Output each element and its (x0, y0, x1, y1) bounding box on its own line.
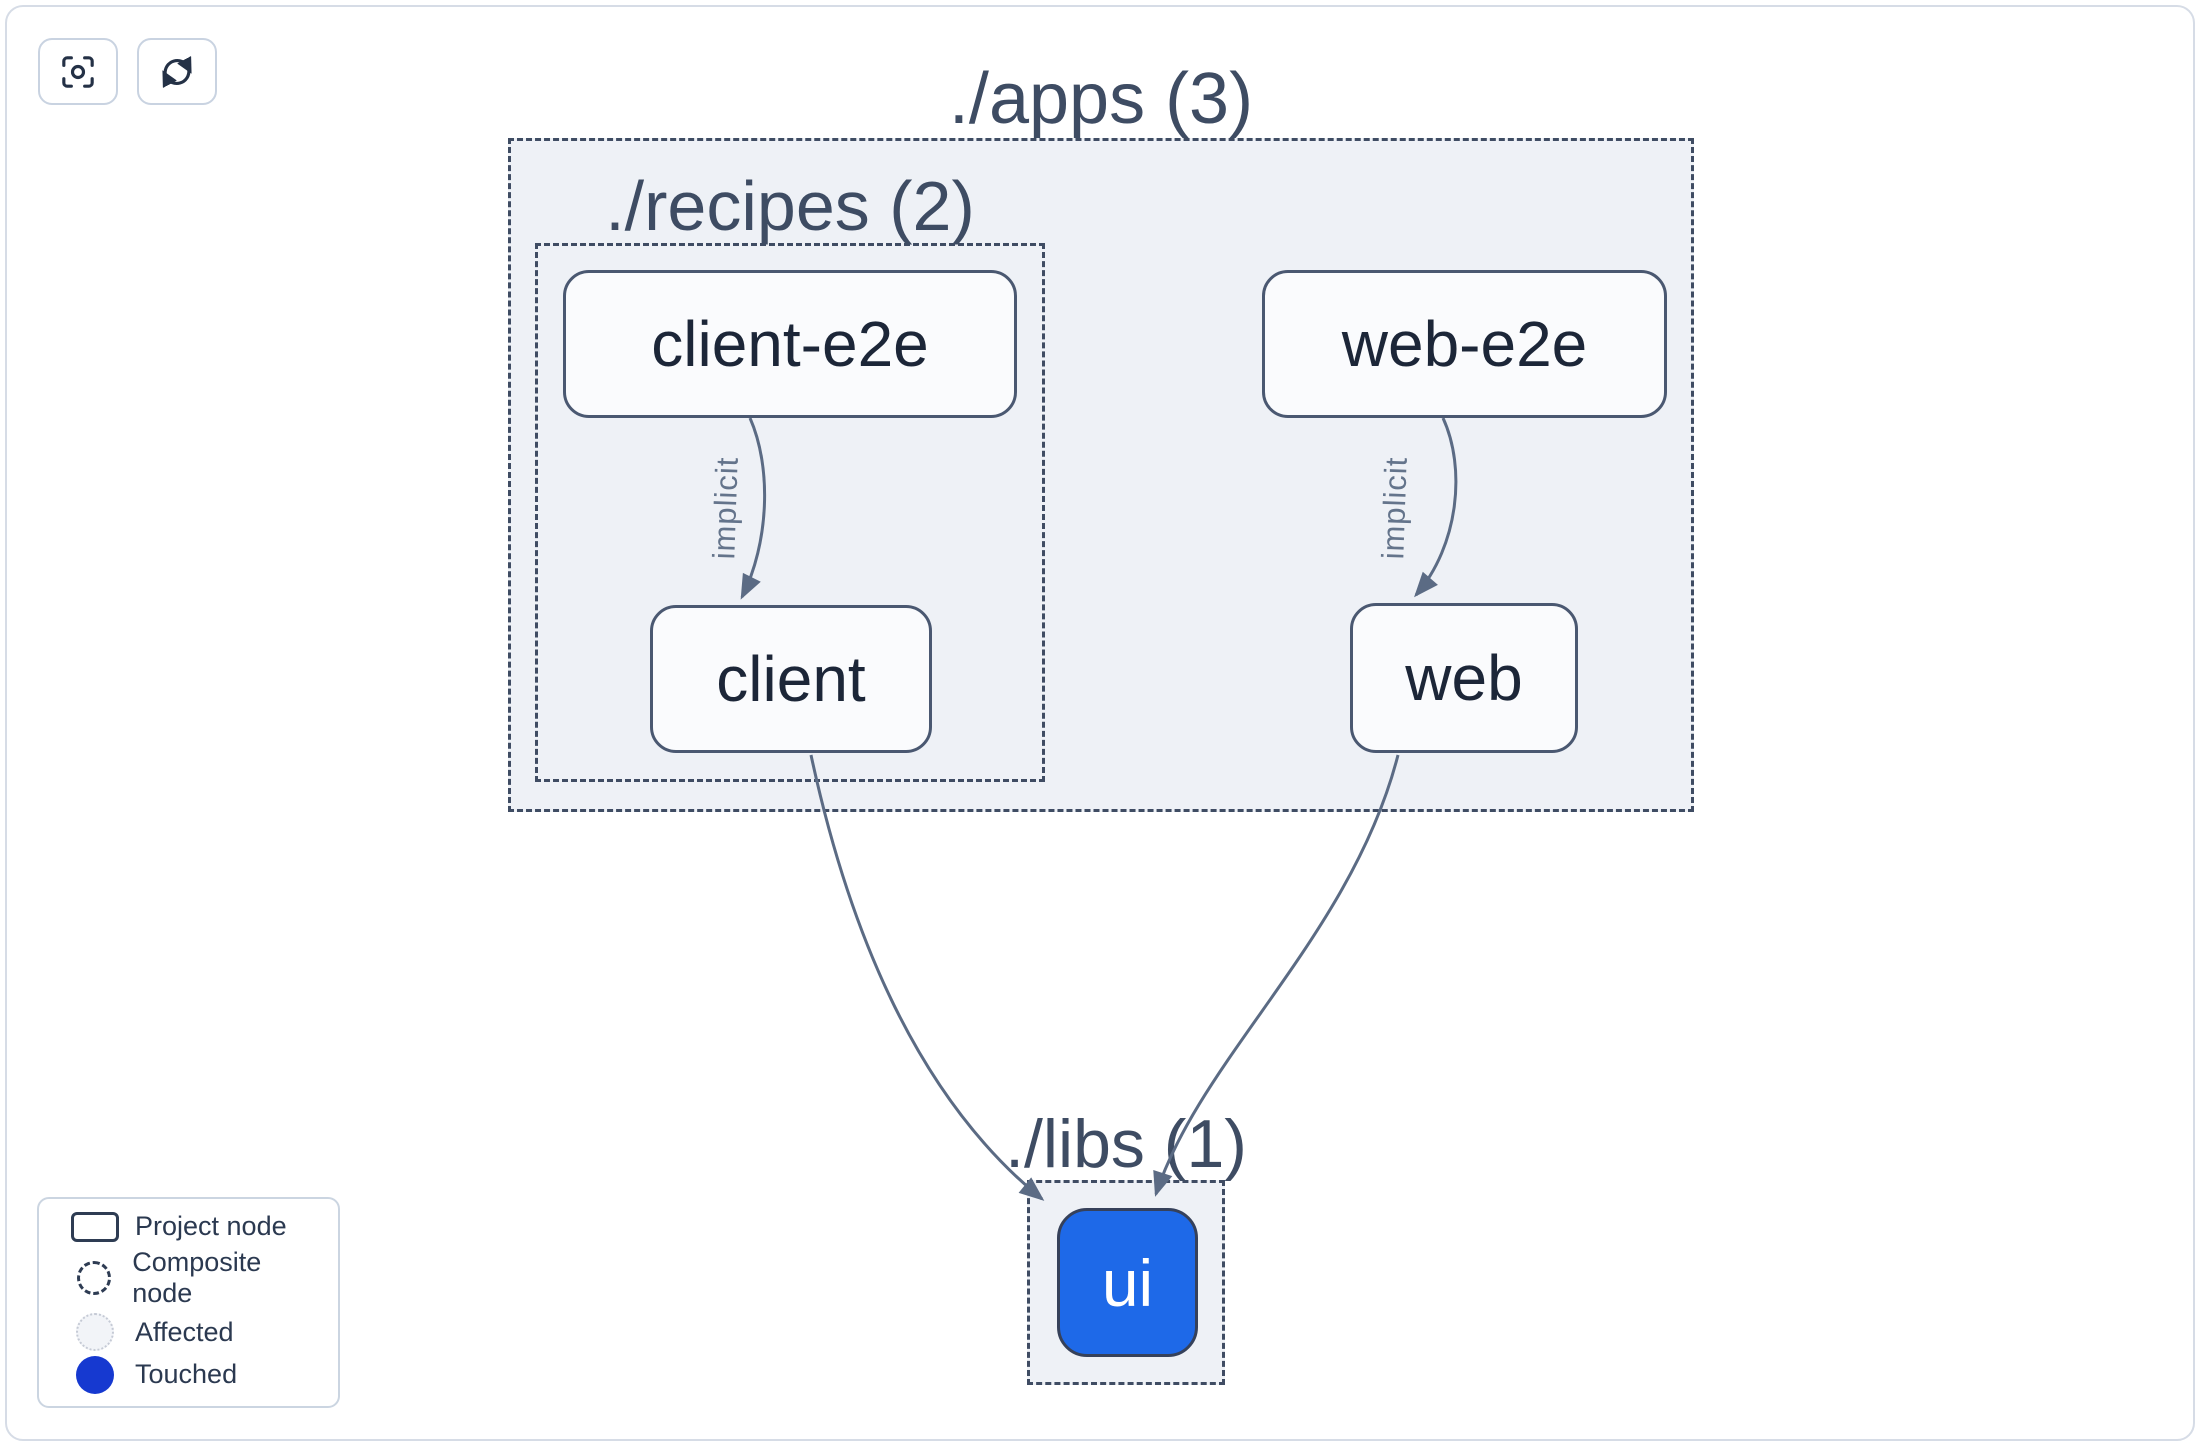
canvas-frame (5, 5, 2195, 1441)
edge-web-to-ui[interactable] (1153, 754, 1400, 1197)
edge-client-e2e-to-client[interactable] (740, 417, 767, 600)
legend-item-touched: Touched (55, 1355, 322, 1394)
legend-label: Project node (135, 1211, 287, 1242)
legend-item-project-node: Project node (55, 1211, 322, 1242)
edge-web-e2e-to-web[interactable] (1414, 417, 1458, 598)
legend-label: Affected (135, 1316, 234, 1347)
project-node-web[interactable]: web (1350, 603, 1578, 753)
node-label: web-e2e (1341, 308, 1588, 380)
crosshair-focus-icon (62, 55, 94, 88)
touched-swatch (76, 1355, 114, 1394)
project-node-swatch (71, 1211, 119, 1242)
project-node-client[interactable]: client (650, 605, 932, 753)
node-label: ui (1101, 1245, 1154, 1320)
project-node-ui-touched[interactable]: ui (1057, 1208, 1198, 1357)
legend-label: Composite node (132, 1246, 262, 1308)
graph-toolbar (38, 38, 217, 105)
legend-item-affected: Affected (55, 1313, 322, 1352)
edge-client-to-ui[interactable] (809, 754, 1045, 1201)
focus-reset-button[interactable] (38, 38, 118, 105)
composite-node-swatch (76, 1260, 111, 1295)
refresh-button[interactable] (137, 38, 217, 105)
node-label: client-e2e (651, 308, 929, 380)
legend-label: Touched (135, 1359, 238, 1390)
node-label: client (716, 643, 866, 715)
legend-panel: Project node Composite node Affected Tou… (37, 1197, 340, 1408)
refresh-icon (162, 55, 192, 88)
node-label: web (1405, 642, 1523, 714)
legend-item-composite-node: Composite node (55, 1247, 322, 1309)
project-node-web-e2e[interactable]: web-e2e (1262, 270, 1667, 418)
affected-swatch (76, 1313, 114, 1352)
project-node-client-e2e[interactable]: client-e2e (563, 270, 1017, 418)
